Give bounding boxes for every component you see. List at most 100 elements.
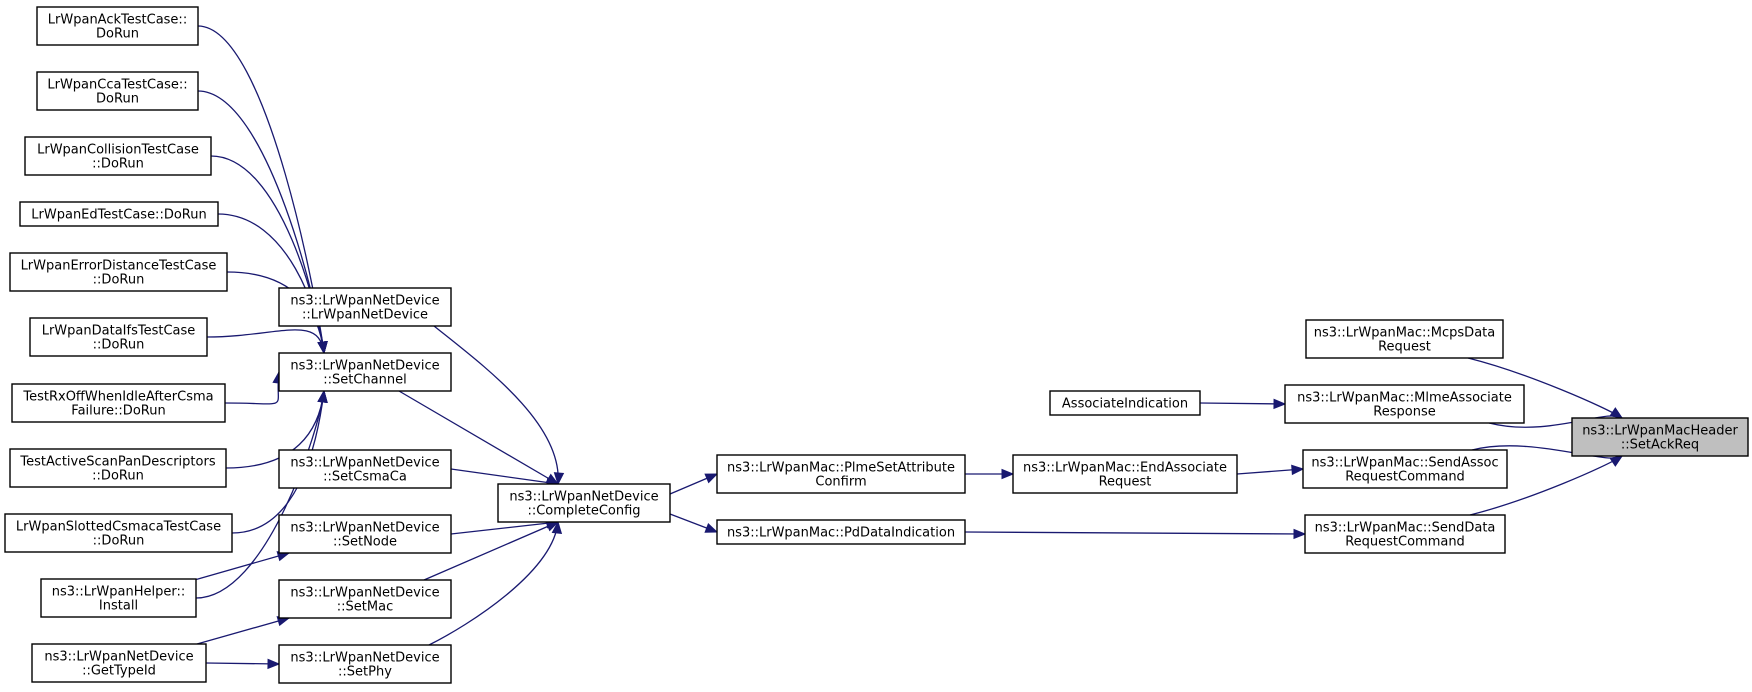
node-label-assocind-line-0: AssociateIndication (1062, 397, 1188, 412)
edge-ifs-to-setchan (206, 329, 325, 354)
edge-setphy-to-complete (428, 521, 559, 646)
node-setphy[interactable]: ns3::LrWpanNetDevice::SetPhy (278, 644, 452, 684)
node-box-cca (36, 71, 199, 111)
node-label-gettype-line-1: ::GetTypeId (82, 664, 156, 679)
arrowhead-assocind-to-mlme (1273, 398, 1287, 410)
node-box-ed (19, 201, 219, 227)
edge-setcsma-to-complete (450, 468, 559, 485)
node-gettype[interactable]: ns3::LrWpanNetDevice::GetTypeId (31, 643, 207, 683)
node-box-plme (716, 454, 966, 494)
edge-rxoff-to-setchan (224, 371, 280, 405)
node-box-senddata (1304, 514, 1506, 554)
edge-ctor-to-complete (433, 325, 559, 485)
node-box-complete (497, 483, 671, 523)
node-box-ctor (278, 287, 452, 327)
node-label-setnode-line-0: ns3::LrWpanNetDevice (290, 521, 439, 536)
edge-setmac-to-complete (423, 521, 559, 581)
arrowhead-endassoc-to-sendassoc (1291, 464, 1305, 476)
node-label-ifs-line-1: ::DoRun (93, 338, 145, 353)
node-box-slotted (4, 513, 233, 553)
node-label-setchan-line-0: ns3::LrWpanNetDevice (290, 359, 439, 374)
node-label-setchan-line-1: ::SetChannel (323, 373, 406, 388)
node-slotted[interactable]: LrWpanSlottedCsmacaTestCase::DoRun (4, 513, 233, 553)
edge-setchan-to-complete (398, 390, 559, 485)
node-label-root-line-0: ns3::LrWpanMacHeader (1582, 424, 1738, 439)
node-label-setcsma-line-0: ns3::LrWpanNetDevice (290, 456, 439, 471)
node-label-endassoc-line-0: ns3::LrWpanMac::EndAssociate (1023, 461, 1227, 476)
arrowhead-complete-to-pddata (704, 522, 719, 533)
node-label-plme-line-1: Confirm (815, 475, 866, 490)
arrowhead-ctor-to-complete (553, 472, 565, 486)
node-box-scan (9, 448, 227, 488)
node-box-gettype (31, 643, 207, 683)
node-label-senddata-line-0: ns3::LrWpanMac::SendData (1315, 521, 1496, 536)
node-box-root (1571, 417, 1749, 457)
node-label-ctor-line-1: ::LrWpanNetDevice (302, 308, 428, 323)
node-setchan[interactable]: ns3::LrWpanNetDevice::SetChannel (278, 352, 452, 392)
node-label-coll-line-1: ::DoRun (92, 157, 144, 172)
node-assocind[interactable]: AssociateIndication (1049, 390, 1201, 416)
node-box-pddata (716, 519, 966, 545)
node-ed[interactable]: LrWpanEdTestCase::DoRun (19, 201, 219, 227)
node-box-setphy (278, 644, 452, 684)
arrowhead-pddata-to-senddata (1293, 528, 1307, 540)
node-label-setcsma-line-1: ::SetCsmaCa (323, 470, 407, 485)
node-coll[interactable]: LrWpanCollisionTestCase::DoRun (24, 136, 212, 176)
node-errdist[interactable]: LrWpanErrorDistanceTestCase::DoRun (9, 252, 228, 292)
node-pddata[interactable]: ns3::LrWpanMac::PdDataIndication (716, 519, 966, 545)
node-label-senddata-line-1: RequestCommand (1345, 535, 1465, 550)
node-label-mcps-line-1: Request (1378, 340, 1431, 355)
node-label-install-line-0: ns3::LrWpanHelper:: (52, 585, 185, 600)
node-box-setnode (278, 514, 452, 554)
node-ifs[interactable]: LrWpanDataIfsTestCase::DoRun (29, 317, 208, 357)
node-label-cca-line-0: LrWpanCcaTestCase:: (47, 78, 187, 93)
node-label-mlme-line-1: Response (1373, 405, 1435, 420)
node-label-ifs-line-0: LrWpanDataIfsTestCase (42, 324, 196, 339)
node-box-errdist (9, 252, 228, 292)
node-setmac[interactable]: ns3::LrWpanNetDevice::SetMac (278, 579, 452, 619)
node-label-slotted-line-0: LrWpanSlottedCsmacaTestCase (16, 520, 221, 535)
edge-install-to-setnode (190, 552, 290, 582)
node-label-complete-line-0: ns3::LrWpanNetDevice (509, 490, 658, 505)
node-box-setchan (278, 352, 452, 392)
arrowhead-complete-to-plme (704, 473, 719, 484)
node-cca[interactable]: LrWpanCcaTestCase::DoRun (36, 71, 199, 111)
node-label-endassoc-line-1: Request (1099, 475, 1152, 490)
node-ack[interactable]: LrWpanAckTestCase::DoRun (36, 6, 199, 46)
node-label-scan-line-0: TestActiveScanPanDescriptors (19, 455, 215, 470)
node-label-slotted-line-1: ::DoRun (93, 534, 145, 549)
node-label-mcps-line-0: ns3::LrWpanMac::McpsData (1314, 326, 1495, 341)
node-scan[interactable]: TestActiveScanPanDescriptors::DoRun (9, 448, 227, 488)
node-label-cca-line-1: DoRun (96, 92, 139, 107)
node-root[interactable]: ns3::LrWpanMacHeader::SetAckReq (1571, 417, 1749, 457)
node-label-pddata-line-0: ns3::LrWpanMac::PdDataIndication (727, 526, 955, 541)
node-box-rxoff (11, 383, 226, 423)
edge-gettype-to-setmac (196, 617, 290, 645)
node-label-rxoff-line-0: TestRxOffWhenIdleAfterCsma (22, 390, 213, 405)
node-setcsma[interactable]: ns3::LrWpanNetDevice::SetCsmaCa (278, 449, 452, 489)
node-label-plme-line-0: ns3::LrWpanMac::PlmeSetAttribute (727, 461, 955, 476)
node-box-endassoc (1012, 454, 1238, 494)
node-complete[interactable]: ns3::LrWpanNetDevice::CompleteConfig (497, 483, 671, 523)
node-box-ifs (29, 317, 208, 357)
node-label-sendassoc-line-1: RequestCommand (1345, 470, 1465, 485)
node-label-ack-line-1: DoRun (96, 27, 139, 42)
node-install[interactable]: ns3::LrWpanHelper::Install (40, 578, 197, 618)
node-label-root-line-1: ::SetAckReq (1621, 438, 1699, 453)
node-setnode[interactable]: ns3::LrWpanNetDevice::SetNode (278, 514, 452, 554)
node-ctor[interactable]: ns3::LrWpanNetDevice::LrWpanNetDevice (278, 287, 452, 327)
node-label-complete-line-1: ::CompleteConfig (527, 504, 640, 519)
nodes-layer: LrWpanAckTestCase::DoRunLrWpanCcaTestCas… (4, 6, 1749, 684)
node-label-setmac-line-0: ns3::LrWpanNetDevice (290, 586, 439, 601)
node-label-setphy-line-0: ns3::LrWpanNetDevice (290, 651, 439, 666)
node-label-rxoff-line-1: Failure::DoRun (71, 404, 165, 419)
edge-install-to-setchan (195, 390, 325, 599)
